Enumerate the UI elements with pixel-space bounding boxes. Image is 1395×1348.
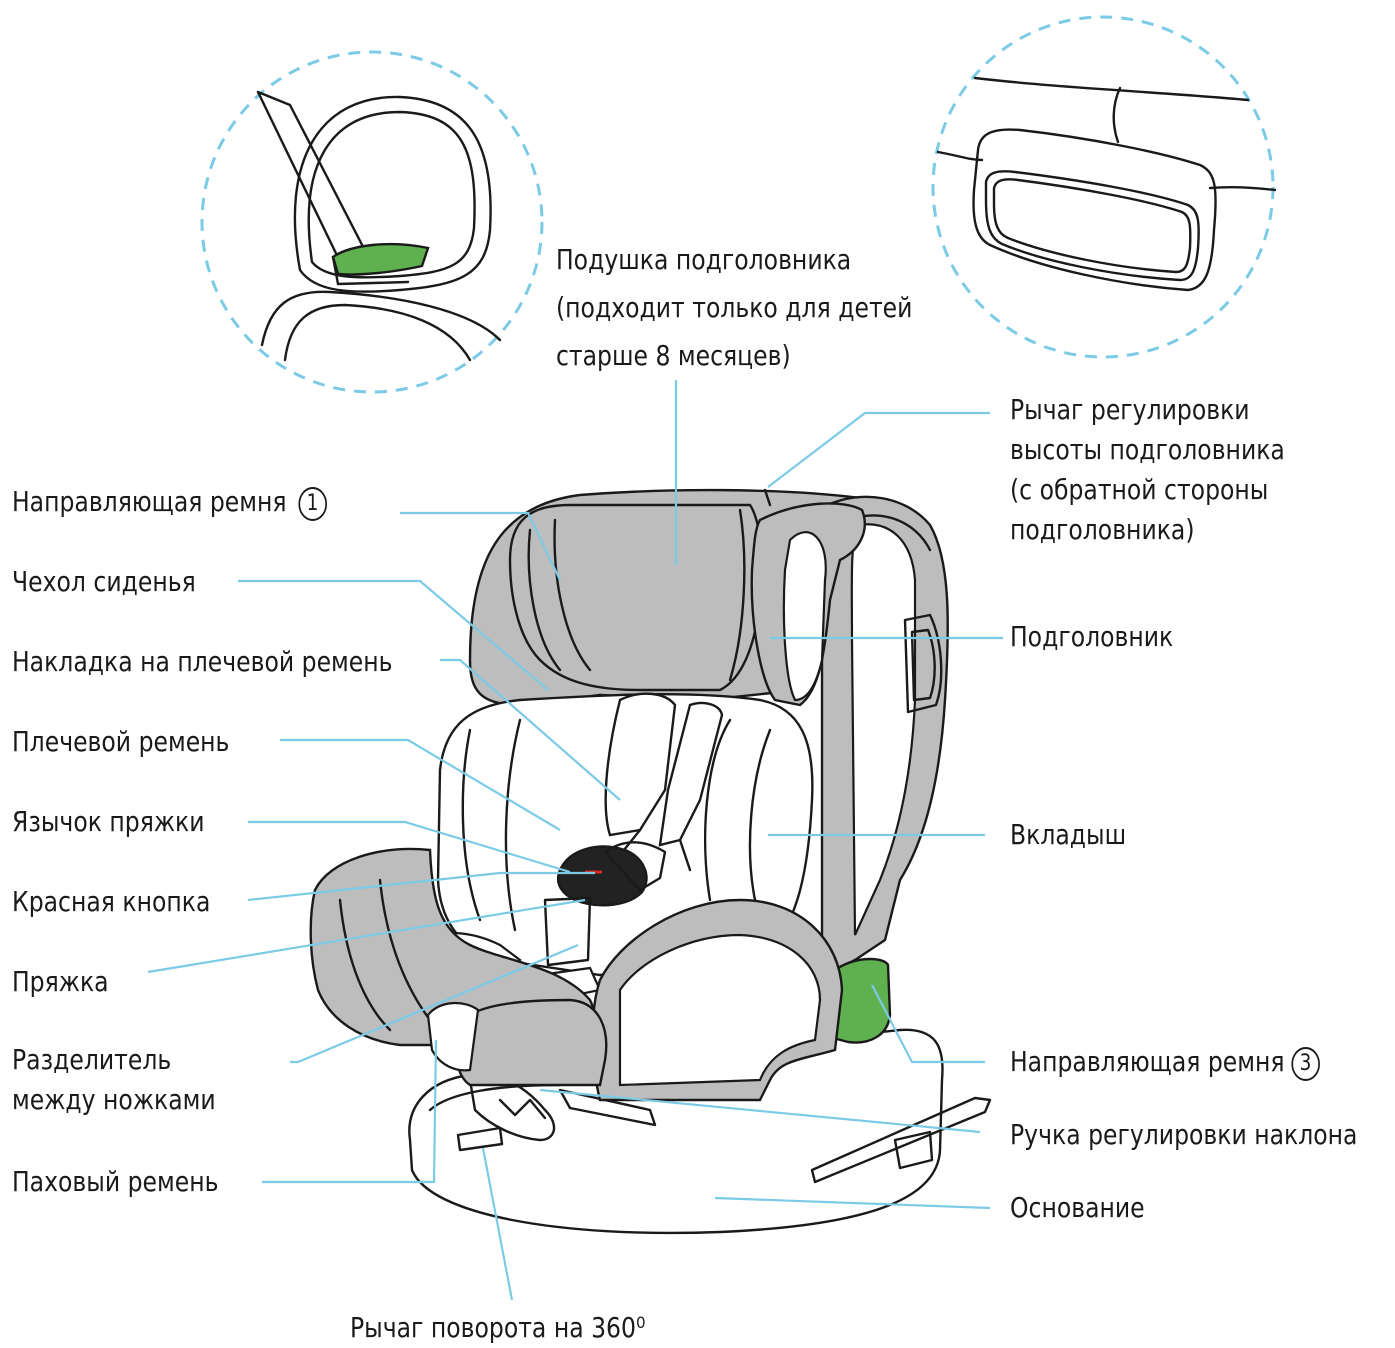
label-headrest: Подголовник: [1010, 617, 1173, 657]
car-seat-illustration: [311, 490, 990, 1233]
number-3-badge: 3: [1291, 1047, 1320, 1081]
belt-guide-1-text: Направляющая ремня: [12, 485, 287, 518]
label-shoulder-belt: Плечевой ремень: [12, 722, 229, 762]
number-1-badge: 1: [298, 487, 327, 521]
leader-rotation-lever: [483, 1148, 512, 1300]
label-base: Основание: [1010, 1188, 1145, 1228]
label-red-button: Красная кнопка: [12, 882, 210, 922]
label-leg-divider: Разделитель между ножками: [12, 1040, 216, 1120]
belt-guide-3-text: Направляющая ремня: [1010, 1045, 1285, 1078]
label-headrest-pillow: Подушка подголовника (подходит только дл…: [556, 236, 912, 380]
label-crotch-strap: Паховый ремень: [12, 1162, 218, 1202]
detail-belt-guide-circle: [202, 52, 542, 392]
leader-headrest-lever: [768, 413, 990, 487]
label-buckle: Пряжка: [12, 962, 109, 1002]
detail-headrest-lever-circle: [933, 17, 1275, 357]
label-buckle-tongue: Язычок пряжки: [12, 802, 205, 842]
label-headrest-lever: Рычаг регулировки высоты подголовника (с…: [1010, 390, 1285, 550]
leader-base: [715, 1198, 990, 1208]
label-shoulder-pad: Накладка на плечевой ремень: [12, 642, 392, 682]
label-insert: Вкладыш: [1010, 815, 1126, 855]
label-recline-handle: Ручка регулировки наклона: [1010, 1115, 1357, 1155]
leader-crotch-strap: [262, 1040, 436, 1182]
label-belt-guide-1: Направляющая ремня 1: [12, 482, 327, 522]
label-seat-cover: Чехол сиденья: [12, 562, 196, 602]
label-rotation-lever: Рычаг поворота на 360⁰: [350, 1308, 645, 1348]
